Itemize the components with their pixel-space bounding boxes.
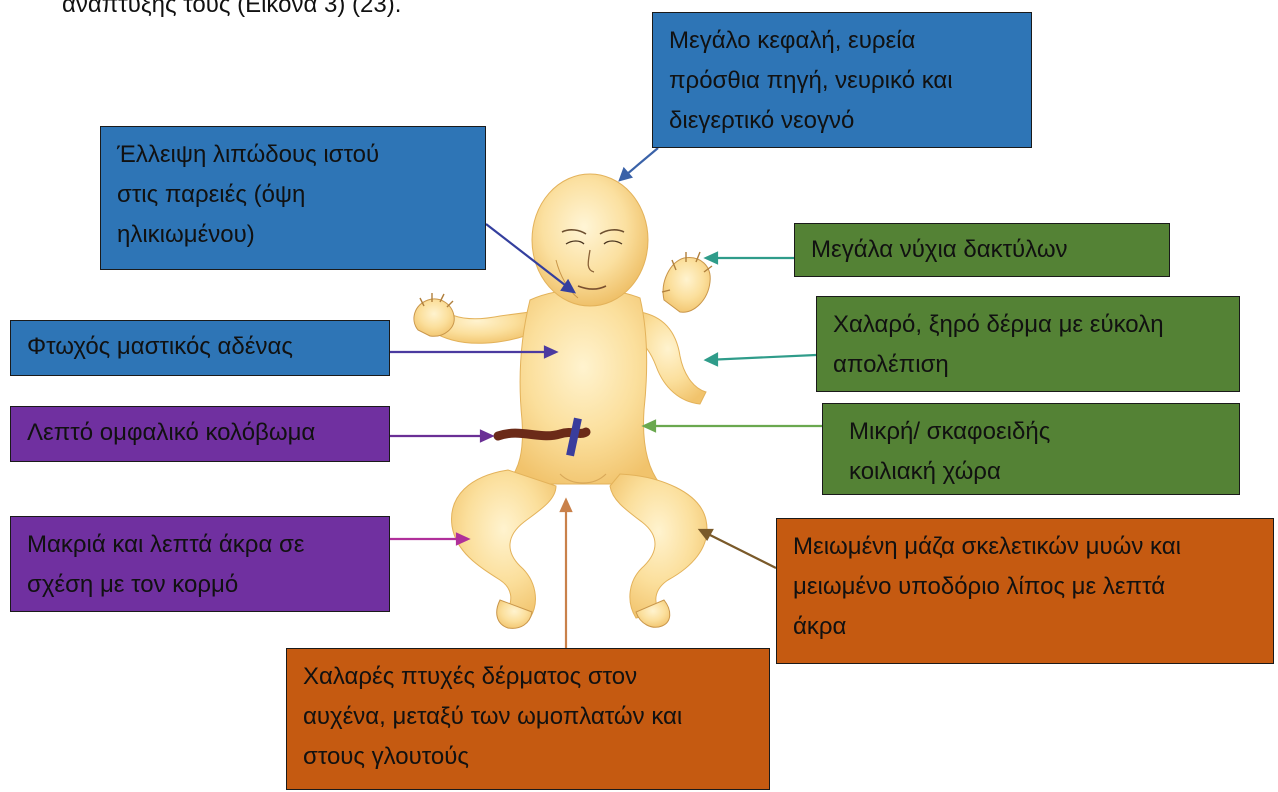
left-hand <box>414 299 454 336</box>
right-hand <box>663 258 710 313</box>
label-abdomen: Μικρή/ σκαφοειδής κοιλιακή χώρα <box>822 403 1240 495</box>
label-limbs: Μακριά και λεπτά άκρα σε σχέση με τον κο… <box>10 516 390 612</box>
label-muscle: Μειωμένη μάζα σκελετικών μυών και μειωμέ… <box>776 518 1274 664</box>
arrow-skin <box>706 355 816 360</box>
label-head: Μεγάλο κεφαλή, ευρεία πρόσθια πηγή, νευρ… <box>652 12 1032 148</box>
head <box>532 174 648 306</box>
right-leg <box>610 474 707 618</box>
label-folds: Χαλαρές πτυχές δέρματος στον αυχένα, μετ… <box>286 648 770 790</box>
label-umbilical: Λεπτό ομφαλικό κολόβωμα <box>10 406 390 462</box>
arrow-muscle <box>700 530 776 568</box>
label-nails: Μεγάλα νύχια δακτύλων <box>794 223 1170 277</box>
label-skin: Χαλαρό, ξηρό δέρμα με εύκολη απολέπιση <box>816 296 1240 392</box>
torso <box>506 289 660 484</box>
label-breast: Φτωχός μαστικός αδένας <box>10 320 390 376</box>
label-cheeks: Έλλειψη λιπώδους ιστού στις παρειές (όψη… <box>100 126 486 270</box>
left-leg <box>452 470 556 618</box>
